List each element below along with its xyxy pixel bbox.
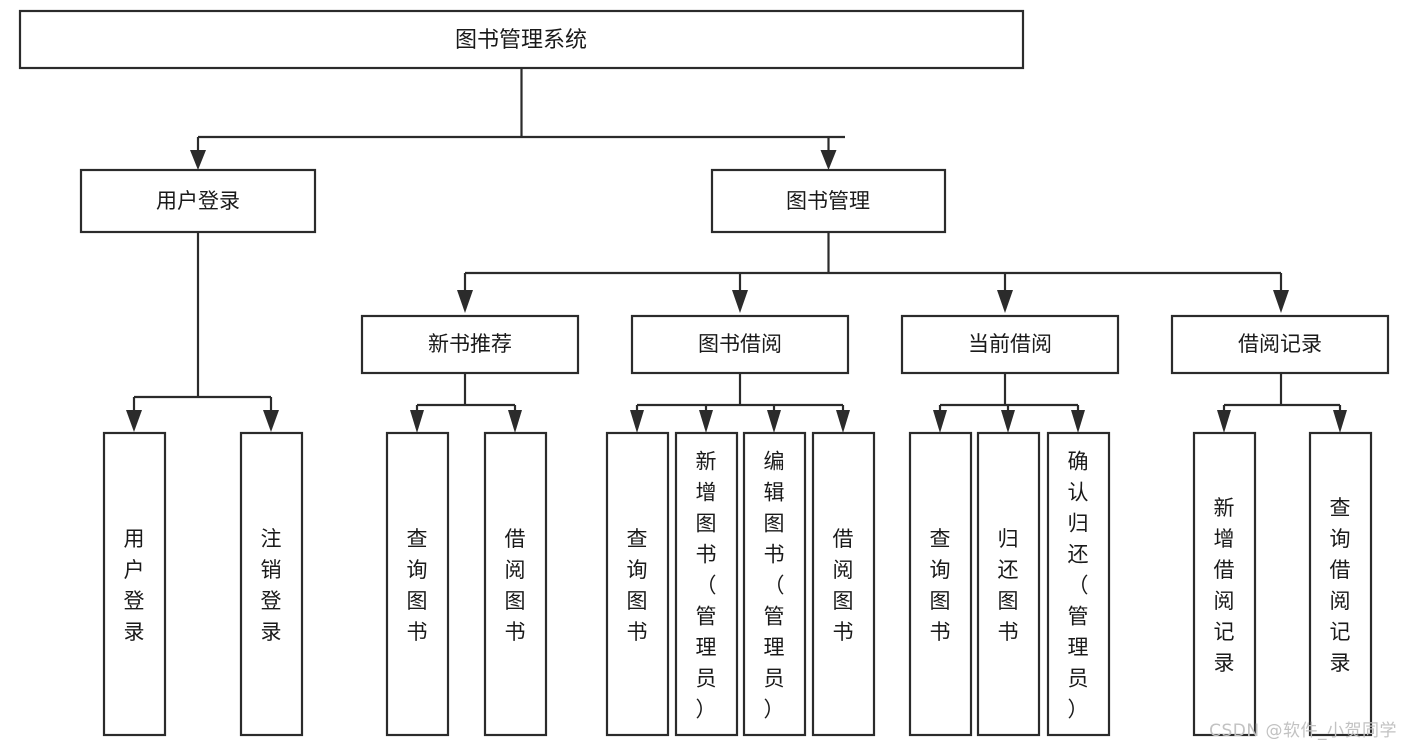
arrow-head-borrow-record xyxy=(1273,290,1289,313)
leaf-confirm-return-box[interactable] xyxy=(1046,431,1111,737)
leaf-query-book-2-box[interactable] xyxy=(605,431,670,737)
node-root-label: 图书管理系统 xyxy=(455,28,587,53)
arrow-head-leaf-confirm-return xyxy=(1071,410,1085,433)
leaf-node-confirm-return[interactable]: 确认归还（管理员） xyxy=(1046,431,1111,737)
arrow-head-leaf-query-record xyxy=(1333,410,1347,433)
arrow-head-leaf-user-login xyxy=(126,410,142,432)
leaf-add-record-label: 新增借阅记录 xyxy=(1214,496,1235,675)
leaf-query-book-1-box[interactable] xyxy=(385,431,450,737)
leaf-query-record-label: 查询借阅记录 xyxy=(1330,496,1351,675)
node-root-box[interactable] xyxy=(18,9,1025,70)
node-book-management[interactable]: 图书管理 xyxy=(710,168,947,234)
node-book-management-box[interactable] xyxy=(710,168,947,234)
leaf-node-borrow-book-2[interactable]: 借阅图书 xyxy=(811,431,876,737)
arrow-head-new-book-recommend xyxy=(457,290,473,313)
node-current-borrow-label: 当前借阅 xyxy=(968,332,1052,356)
node-new-book-recommend-box[interactable] xyxy=(360,314,580,375)
arrow-head-leaf-query-book-1 xyxy=(410,410,424,433)
node-current-borrow-box[interactable] xyxy=(900,314,1120,375)
leaf-borrow-book-2-label: 借阅图书 xyxy=(833,527,854,644)
leaf-node-add-record[interactable]: 新增借阅记录 xyxy=(1192,431,1257,737)
node-book-borrow-label: 图书借阅 xyxy=(698,332,782,356)
leaf-node-return-book[interactable]: 归还图书 xyxy=(976,431,1041,737)
node-user-login-label: 用户登录 xyxy=(156,189,240,213)
arrow-head-leaf-borrow-book-1 xyxy=(508,410,522,433)
leaf-query-book-2-label: 查询图书 xyxy=(627,527,648,644)
arrow-head-user-login xyxy=(190,150,206,170)
leaf-node-borrow-book-1[interactable]: 借阅图书 xyxy=(483,431,548,737)
leaf-borrow-book-2-box[interactable] xyxy=(811,431,876,737)
node-new-book-recommend[interactable]: 新书推荐 xyxy=(360,314,580,375)
arrow-head-leaf-add-book xyxy=(699,410,713,433)
leaf-logout-login-label: 注销登录 xyxy=(261,527,282,644)
node-user-login-box[interactable] xyxy=(79,168,317,234)
arrow-head-book-borrow xyxy=(732,290,748,313)
leaf-node-query-book-2[interactable]: 查询图书 xyxy=(605,431,670,737)
arrow-head-leaf-logout-login xyxy=(263,410,279,432)
leaf-return-book-label: 归还图书 xyxy=(998,527,1019,644)
leaf-node-query-record[interactable]: 查询借阅记录 xyxy=(1308,431,1373,737)
node-user-login[interactable]: 用户登录 xyxy=(79,168,317,234)
leaf-borrow-book-1-label: 借阅图书 xyxy=(505,527,526,644)
node-borrow-record-label: 借阅记录 xyxy=(1238,332,1322,356)
leaf-query-book-1-label: 查询图书 xyxy=(407,527,428,644)
leaf-add-book-box[interactable] xyxy=(674,431,739,737)
node-root[interactable]: 图书管理系统 xyxy=(18,9,1025,70)
arrow-head-leaf-query-book-3 xyxy=(933,410,947,433)
leaf-query-book-3-box[interactable] xyxy=(908,431,973,737)
arrow-head-leaf-edit-book xyxy=(767,410,781,433)
leaf-query-book-3-label: 查询图书 xyxy=(930,527,951,644)
leaf-node-edit-book[interactable]: 编辑图书（管理员） xyxy=(742,431,807,737)
node-book-borrow[interactable]: 图书借阅 xyxy=(630,314,850,375)
leaf-add-record-box[interactable] xyxy=(1192,431,1257,737)
node-new-book-recommend-label: 新书推荐 xyxy=(428,332,512,356)
leaf-edit-book-box[interactable] xyxy=(742,431,807,737)
node-book-borrow-box[interactable] xyxy=(630,314,850,375)
leaf-logout-login-box[interactable] xyxy=(239,431,304,737)
node-borrow-record-box[interactable] xyxy=(1170,314,1390,375)
arrow-head-book-management xyxy=(820,150,837,170)
leaf-confirm-return-label: 确认归还（管理员） xyxy=(1068,450,1089,722)
leaf-node-logout-login[interactable]: 注销登录 xyxy=(239,431,304,737)
leaf-node-add-book[interactable]: 新增图书（管理员） xyxy=(674,431,739,737)
leaf-node-query-book-3[interactable]: 查询图书 xyxy=(908,431,973,737)
leaf-node-query-book-1[interactable]: 查询图书 xyxy=(385,431,450,737)
leaf-user-login-box[interactable] xyxy=(102,431,167,737)
arrow-head-leaf-query-book-2 xyxy=(630,410,644,433)
leaf-user-login-label: 用户登录 xyxy=(124,527,145,644)
leaf-borrow-book-1-box[interactable] xyxy=(483,431,548,737)
leaf-edit-book-label: 编辑图书（管理员） xyxy=(764,450,785,722)
leaf-query-record-box[interactable] xyxy=(1308,431,1373,737)
arrow-head-leaf-borrow-book-2 xyxy=(836,410,850,433)
leaf-node-user-login[interactable]: 用户登录 xyxy=(102,431,167,737)
node-current-borrow[interactable]: 当前借阅 xyxy=(900,314,1120,375)
arrow-head-current-borrow xyxy=(997,290,1013,313)
arrow-head-leaf-add-record xyxy=(1217,410,1231,433)
node-book-management-label: 图书管理 xyxy=(786,189,870,213)
arrow-head-leaf-return-book xyxy=(1001,410,1015,433)
leaf-return-book-box[interactable] xyxy=(976,431,1041,737)
leaf-add-book-label: 新增图书（管理员） xyxy=(696,450,717,722)
node-borrow-record[interactable]: 借阅记录 xyxy=(1170,314,1390,375)
connector-layer xyxy=(126,68,1347,433)
